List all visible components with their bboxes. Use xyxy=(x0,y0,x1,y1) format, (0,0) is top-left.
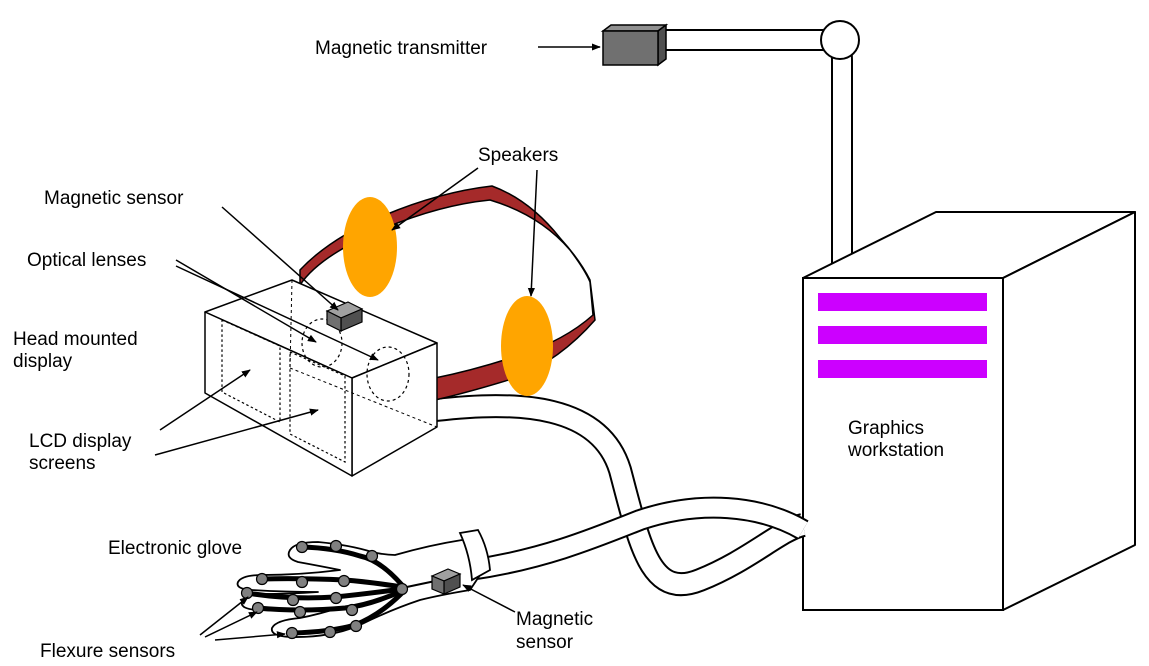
flexure-sensor-dot xyxy=(295,540,309,554)
flexure-sensor-dot xyxy=(337,574,351,588)
speakers-label: Speakers xyxy=(478,145,558,166)
graphics-workstation-label-line1: Graphics xyxy=(848,418,924,439)
electronic-glove-label: Electronic glove xyxy=(108,538,242,559)
flexure-sensor-dot xyxy=(323,625,337,639)
flexure-sensor-dot xyxy=(295,575,309,589)
flexure-sensor-dot xyxy=(286,593,300,607)
optical-lens-right xyxy=(366,346,410,402)
flexure-sensors-arrow-1 xyxy=(199,596,249,636)
transmitter-cable xyxy=(660,29,853,275)
speakers-arrow-right xyxy=(527,169,538,297)
speakers-arrow-left xyxy=(391,167,479,231)
flexure-sensor-dot xyxy=(293,605,307,619)
flexure-sensor-dot xyxy=(285,626,299,640)
display-stripe xyxy=(818,293,987,311)
optical-lenses-arrow-1 xyxy=(175,259,317,343)
head-mounted-display xyxy=(204,279,438,477)
flexure-sensor-dot xyxy=(251,601,265,615)
flexure-sensor-dot xyxy=(395,582,409,596)
head-mounted-label-line1: Head mounted xyxy=(13,329,138,350)
lcd-arrow-right xyxy=(154,408,319,456)
head-magnetic-sensor xyxy=(325,301,364,332)
magnetic-sensor-hand-label-line1: Magnetic xyxy=(516,609,593,630)
magnetic-transmitter-label: Magnetic transmitter xyxy=(315,38,488,59)
flexure-sensor-dot xyxy=(329,591,343,605)
display-stripe xyxy=(818,360,987,378)
flexure-sensors-label: Flexure sensors xyxy=(40,641,175,662)
flexure-sensors-arrow-2 xyxy=(204,611,258,638)
head-mounted-label-line2: display xyxy=(13,351,73,372)
speaker-right xyxy=(501,296,553,396)
flexure-sensor-dot xyxy=(345,603,359,617)
magnetic-sensor-hand-label-line2: sensor xyxy=(516,632,574,653)
magnetic-sensor-hand-arrow xyxy=(462,584,516,613)
flexure-sensors-arrow-3 xyxy=(214,631,286,641)
optical-lenses-label: Optical lenses xyxy=(27,250,146,271)
flexure-sensor-dot xyxy=(349,619,363,633)
magnetic-sensor-head-arrow xyxy=(221,206,339,311)
glove-cable xyxy=(468,496,809,581)
magnetic-sensor-head-label: Magnetic sensor xyxy=(44,188,184,209)
lcd-screen-left xyxy=(221,319,281,423)
headset-cable xyxy=(434,394,807,597)
graphics-workstation-label-line2: workstation xyxy=(847,440,944,461)
lcd-label-line2: screens xyxy=(29,453,96,474)
lcd-label-line1: LCD display xyxy=(29,431,132,452)
flexure-sensor-dot xyxy=(255,572,269,586)
graphics-workstation xyxy=(802,211,1136,611)
lcd-screen-right xyxy=(289,351,346,463)
optical-lenses-arrow-2 xyxy=(175,265,379,361)
speaker-left xyxy=(343,197,397,297)
flexure-sensor-dot xyxy=(365,549,379,563)
cable-joint xyxy=(820,20,860,60)
flexure-sensor-dot xyxy=(329,539,343,553)
display-stripe xyxy=(818,326,987,344)
magnetic-transmitter-box xyxy=(600,23,669,67)
lcd-arrow-left xyxy=(159,369,251,431)
hand-magnetic-sensor xyxy=(430,568,462,595)
